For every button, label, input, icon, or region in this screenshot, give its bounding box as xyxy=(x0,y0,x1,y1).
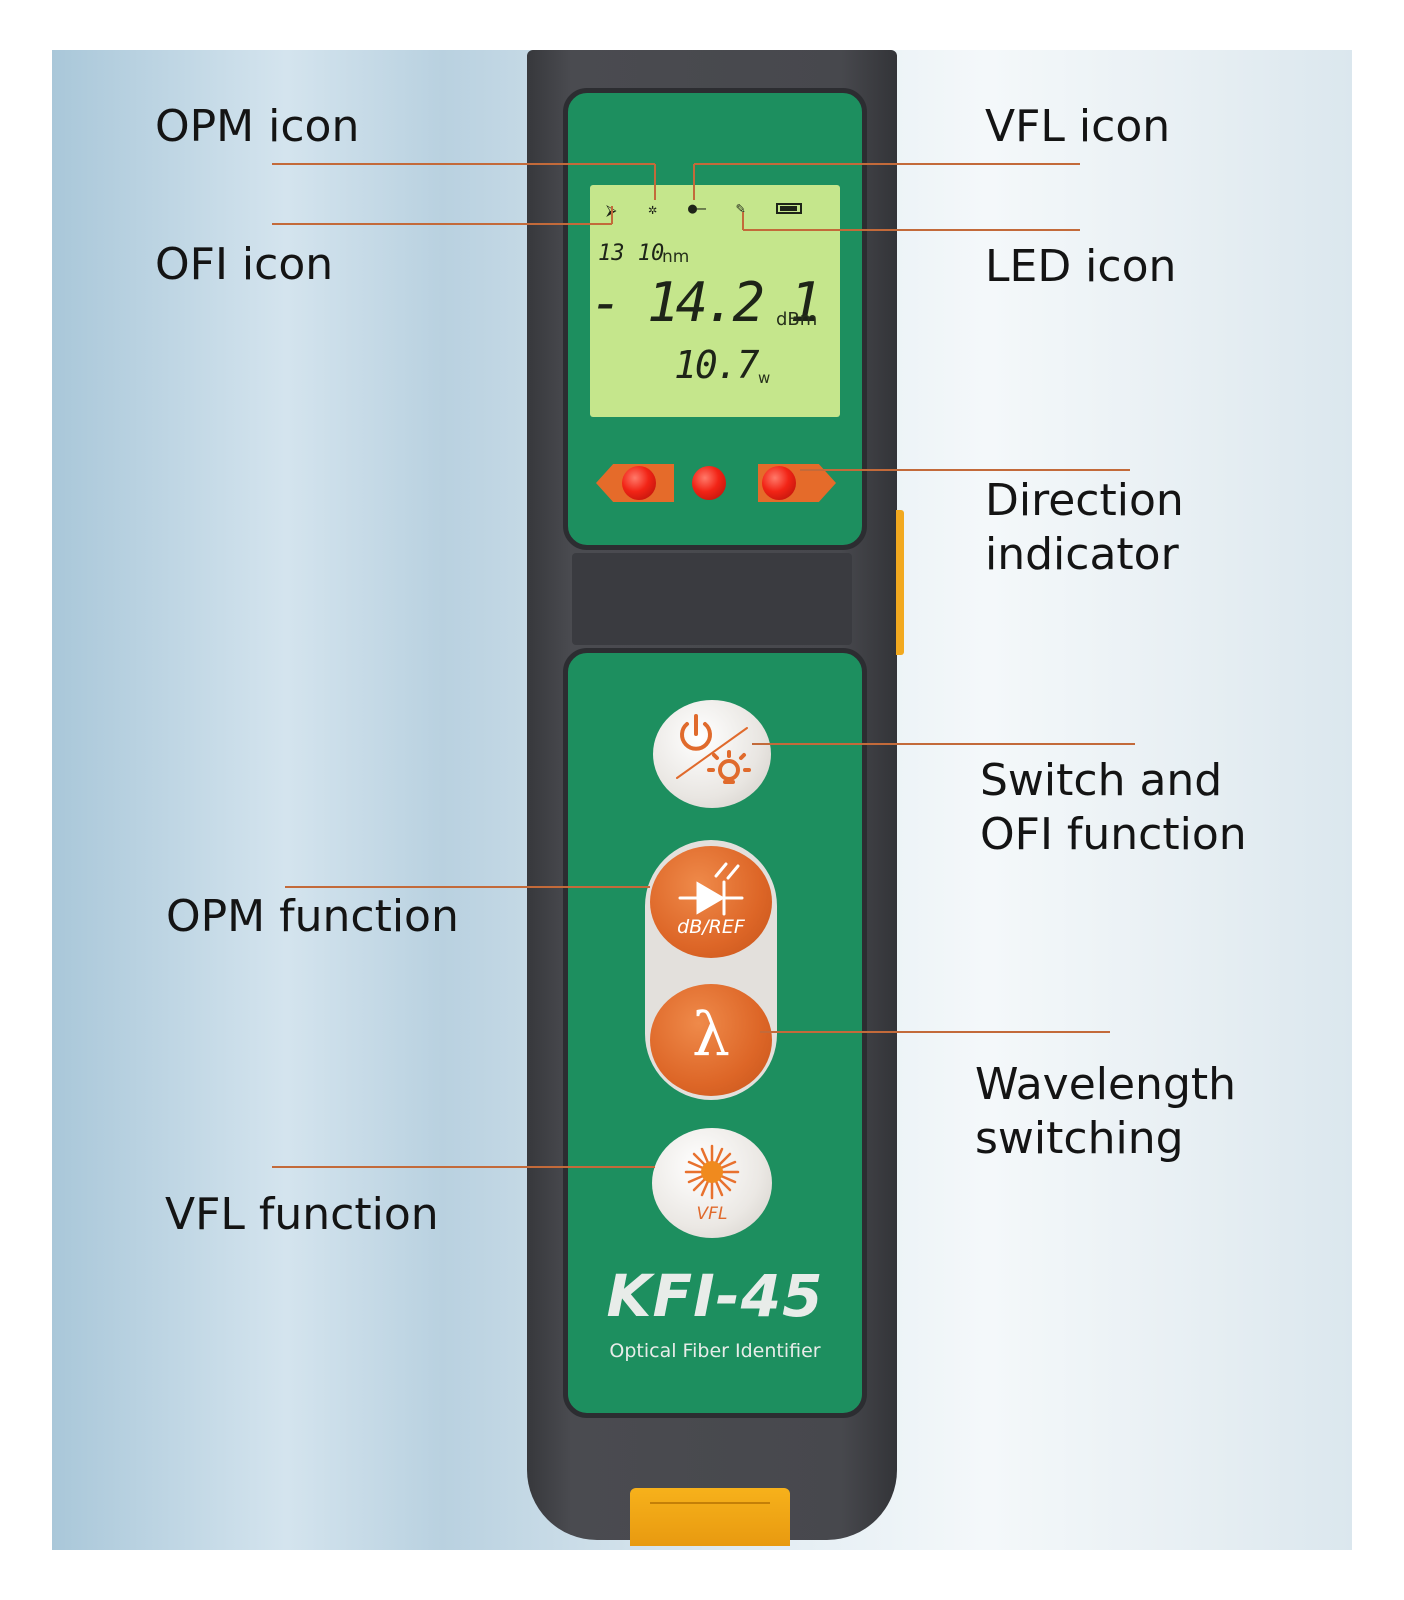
wavelength-button[interactable]: λ xyxy=(650,984,772,1096)
left-led xyxy=(622,466,656,500)
lcd-display: ⮚ ✲ ●— ✎ 13 10 nm - 14.2 1 dBm 10.7 w xyxy=(590,185,840,417)
laser-burst-icon xyxy=(684,1144,740,1200)
sensor-window xyxy=(572,553,852,645)
model-subtitle: Optical Fiber Identifier xyxy=(609,1340,821,1362)
photodiode-icon xyxy=(678,862,744,916)
side-switch xyxy=(896,510,904,655)
label-opm-function: OPM function xyxy=(166,891,459,942)
opm-button-label: dB/REF xyxy=(677,916,745,938)
right-led xyxy=(762,466,796,500)
lambda-icon: λ xyxy=(691,1000,731,1070)
secondary-readout: 10.7 xyxy=(674,343,760,387)
opm-button[interactable]: dB/REF xyxy=(650,846,772,958)
wavelength-unit: nm xyxy=(662,247,690,267)
vfl-button-label: VFL xyxy=(696,1204,728,1224)
vfl-icon: ●— xyxy=(688,199,707,217)
battery-icon xyxy=(776,203,802,214)
opm-icon: ✲ xyxy=(648,200,658,218)
center-led xyxy=(692,466,726,500)
label-led-icon: LED icon xyxy=(985,241,1177,292)
vfl-button[interactable]: VFL xyxy=(652,1128,772,1238)
label-vfl-function: VFL function xyxy=(165,1189,439,1240)
label-ofi-icon: OFI icon xyxy=(155,239,334,290)
label-direction-indicator: Direction indicator xyxy=(985,475,1184,580)
led-icon: ✎ xyxy=(736,199,746,217)
wavelength-readout: 13 10 xyxy=(598,241,665,266)
power-readout: - 14.2 1 xyxy=(590,271,822,334)
secondary-unit: w xyxy=(758,369,771,387)
label-opm-icon: OPM icon xyxy=(155,101,360,152)
label-wavelength: Wavelength switching xyxy=(975,1059,1237,1164)
power-unit: dBm xyxy=(776,309,818,330)
model-name: KFI-45 xyxy=(606,1262,824,1330)
label-switch-ofi: Switch and OFI function xyxy=(980,755,1247,860)
label-vfl-icon: VFL icon xyxy=(985,101,1171,152)
power-ofi-button[interactable] xyxy=(653,700,771,808)
power-bulb-icon xyxy=(676,714,751,784)
device-clip xyxy=(630,1488,790,1546)
